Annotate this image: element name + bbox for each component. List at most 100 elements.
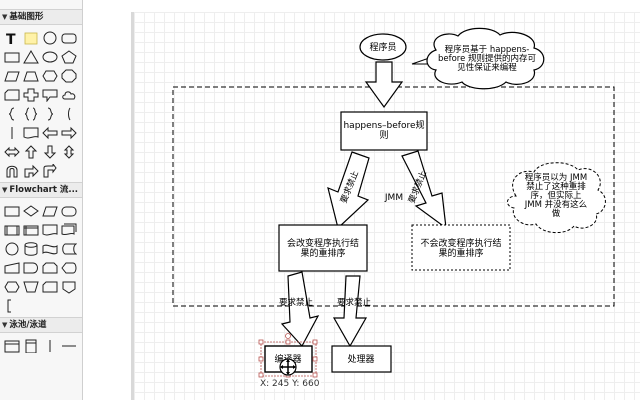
- card-shape-icon[interactable]: [3, 85, 21, 104]
- section-basic-shapes-label: 基础图形: [9, 12, 44, 22]
- reorder-nochange-node[interactable]: 不会改变程序执行结 果的重排序: [411, 224, 511, 271]
- section-flowchart-label: Flowchart 流...: [9, 185, 79, 195]
- rotate-handle[interactable]: [285, 333, 291, 339]
- arrow-programmer-to-rules[interactable]: [364, 61, 404, 109]
- resize-handle-se[interactable]: [312, 372, 318, 378]
- shape-sidebar: ▼基础图形 T ▼Flowchart 流... ▼泳池/泳道: [0, 0, 83, 400]
- section-swimlane[interactable]: ▼泳池/泳道: [0, 317, 82, 333]
- canvas-left-edge: [131, 12, 134, 400]
- processor-node[interactable]: 处理器: [331, 345, 392, 373]
- arrow-right-shape-icon[interactable]: [60, 123, 78, 142]
- reorder-nochange-line-1: 不会改变程序执行结: [420, 237, 501, 249]
- pool-vertical-shape-icon[interactable]: [22, 336, 40, 355]
- display-shape-icon[interactable]: [60, 258, 78, 277]
- cross-shape-icon[interactable]: [22, 85, 40, 104]
- pool-horizontal-shape-icon[interactable]: [3, 336, 21, 355]
- ellipse-shape-icon[interactable]: [41, 47, 59, 66]
- left-brace-shape-icon[interactable]: [3, 104, 21, 123]
- line-shape-icon[interactable]: [3, 123, 21, 142]
- process-shape-icon[interactable]: [3, 201, 21, 220]
- u-turn-shape-icon[interactable]: [3, 161, 21, 180]
- jmm-label: JMM: [384, 193, 403, 203]
- resize-handle-n[interactable]: [285, 339, 291, 345]
- section-flowchart[interactable]: ▼Flowchart 流...: [0, 182, 82, 198]
- resize-handle-e[interactable]: [312, 356, 318, 362]
- resize-handle-ne[interactable]: [312, 339, 318, 345]
- arrow-down-shape-icon[interactable]: [41, 142, 59, 161]
- reorder-change-node[interactable]: 会改变程序执行结 果的重排序: [278, 224, 368, 272]
- cloud2-line-5: 做: [552, 208, 561, 219]
- card-shape-icon[interactable]: [41, 277, 59, 296]
- arrow-bottom-left-label: 要求禁止: [279, 297, 314, 308]
- lane-horizontal-shape-icon[interactable]: [60, 336, 78, 355]
- cursor-coordinates: X: 245 Y: 660: [258, 379, 322, 389]
- resize-handle-nw[interactable]: [258, 339, 264, 345]
- decision-shape-icon[interactable]: [22, 201, 40, 220]
- tape-shape-icon[interactable]: [41, 239, 59, 258]
- prep-shape-icon[interactable]: [3, 277, 21, 296]
- trapezoid-shape-icon[interactable]: [22, 66, 40, 85]
- arrow-rules-to-reorder-nochange[interactable]: [401, 150, 447, 230]
- off-page-shape-icon[interactable]: [60, 277, 78, 296]
- bent-arrow-alt-shape-icon[interactable]: [41, 161, 59, 180]
- note-shape-icon[interactable]: [22, 28, 40, 47]
- arrow-to-processor[interactable]: [332, 275, 368, 348]
- bent-arrow-shape-icon[interactable]: [22, 161, 40, 180]
- updown-arrow-shape-icon[interactable]: [60, 142, 78, 161]
- resize-handle-w[interactable]: [258, 356, 264, 362]
- cloud-callout-1[interactable]: 程序员基于 happens- before 规则提供的内存可 见性保证来编程: [411, 27, 545, 90]
- internal-storage-shape-icon[interactable]: [22, 220, 40, 239]
- cloud1-line-3: 见性保证来编程: [457, 62, 517, 73]
- callout-shape-icon[interactable]: [41, 85, 59, 104]
- sidebar-gutter: [83, 0, 131, 400]
- lane-vertical-shape-icon[interactable]: [41, 336, 59, 355]
- delay-shape-icon[interactable]: [22, 258, 40, 277]
- cloud-shape-icon[interactable]: [60, 85, 78, 104]
- cloud2-line-3: 序，但实际上: [530, 190, 582, 201]
- arrow-rules-to-reorder-change[interactable]: [327, 151, 370, 230]
- manual-op-shape-icon[interactable]: [22, 277, 40, 296]
- text-shape-icon[interactable]: T: [3, 28, 21, 47]
- document-shape-icon[interactable]: [41, 220, 59, 239]
- stored-data-shape-icon[interactable]: [60, 239, 78, 258]
- arrow-up-shape-icon[interactable]: [22, 142, 40, 161]
- hexagon-shape-icon[interactable]: [41, 66, 59, 85]
- reorder-nochange-line-2: 果的重排序: [438, 247, 483, 259]
- double-arrow-shape-icon[interactable]: [3, 142, 21, 161]
- rounded-rect-shape-icon[interactable]: [60, 28, 78, 47]
- octagon-shape-icon[interactable]: [60, 66, 78, 85]
- cloud1-line-2: before 规则提供的内存可: [438, 53, 537, 64]
- annotation-shape-icon[interactable]: [3, 296, 21, 315]
- circle-shape-icon[interactable]: [3, 239, 21, 258]
- happens-before-node[interactable]: happens–before规 则: [340, 111, 428, 151]
- rectangle-shape-icon[interactable]: [3, 47, 21, 66]
- programmer-node[interactable]: 程序员: [359, 33, 407, 61]
- arrow-bottom-right-label: 要求禁止: [337, 297, 372, 308]
- cloud2-line-1: 程序员以为 JMM: [525, 172, 587, 183]
- arrow-left-shape-icon[interactable]: [41, 123, 59, 142]
- circle-shape-icon[interactable]: [41, 28, 59, 47]
- pentagon-shape-icon[interactable]: [60, 47, 78, 66]
- loop-limit-shape-icon[interactable]: [41, 258, 59, 277]
- cloud2-line-4: JMM 并没有这么: [524, 199, 588, 210]
- resize-handle-sw[interactable]: [258, 372, 264, 378]
- swimlane-shapes-grid: [0, 333, 82, 357]
- multi-document-shape-icon[interactable]: [60, 220, 78, 239]
- arrow-to-compiler[interactable]: [280, 271, 320, 348]
- manual-input-shape-icon[interactable]: [3, 258, 21, 277]
- right-brace-shape-icon[interactable]: [41, 104, 59, 123]
- terminator-shape-icon[interactable]: [60, 201, 78, 220]
- parallelogram-shape-icon[interactable]: [3, 66, 21, 85]
- brace-pair-shape-icon[interactable]: [22, 104, 40, 123]
- document-shape-icon[interactable]: [22, 123, 40, 142]
- section-basic-shapes[interactable]: ▼基础图形: [0, 9, 82, 25]
- move-cursor-icon: [279, 358, 297, 376]
- triangle-shape-icon[interactable]: [22, 47, 40, 66]
- predefined-shape-icon[interactable]: [3, 220, 21, 239]
- database-shape-icon[interactable]: [22, 239, 40, 258]
- data-shape-icon[interactable]: [41, 201, 59, 220]
- bracket-shape-icon[interactable]: [60, 104, 78, 123]
- cloud-callout-2[interactable]: 程序员以为 JMM 禁止了这种重排 序，但实际上 JMM 并没有这么 做: [507, 162, 606, 233]
- canvas-top-ruler: [131, 0, 640, 12]
- basic-shapes-grid: T: [0, 25, 82, 182]
